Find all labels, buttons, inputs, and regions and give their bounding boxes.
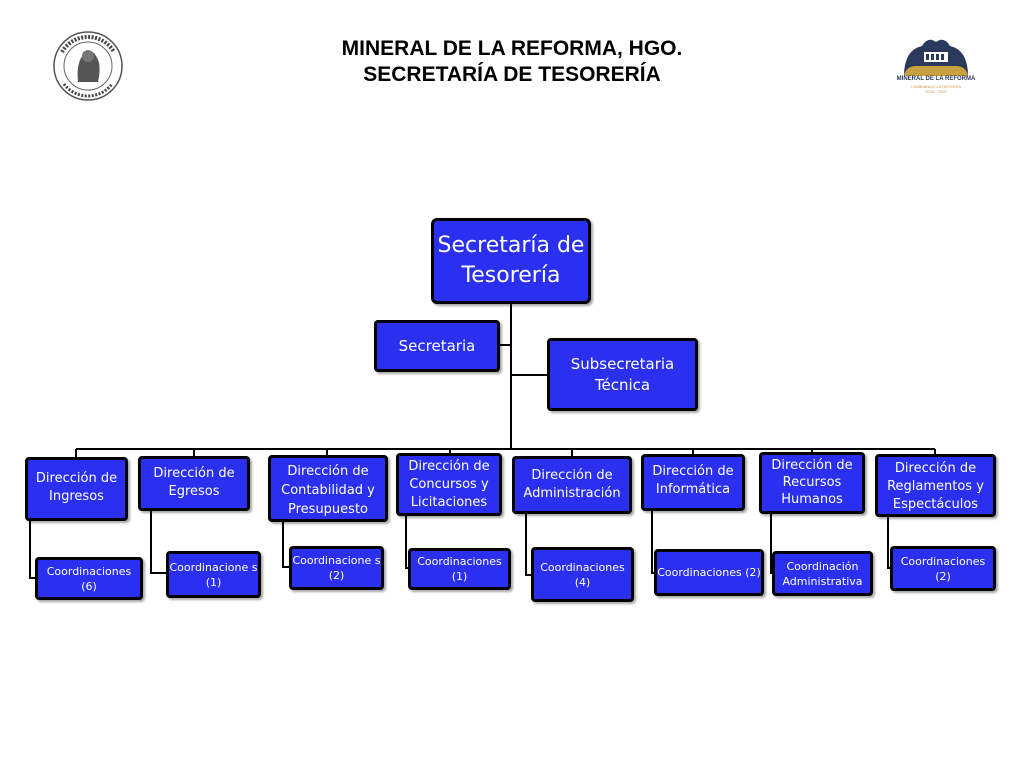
org-node-label: Dirección de Administración <box>523 468 621 501</box>
org-node-label: Dirección de Egresos <box>153 466 235 499</box>
municipal-seal-logo <box>48 30 128 102</box>
org-node-direccion-informatica: Dirección de Informática <box>641 454 745 511</box>
org-node-label: Dirección de Contabilidad y Presupuesto <box>281 464 375 517</box>
logo-tagline-text: CAMBIANDO LA HISTORIA <box>911 84 961 89</box>
org-node-direccion-ingresos: Dirección de Ingresos <box>25 457 128 521</box>
logo-tagline: CAMBIANDO LA HISTORIA 2016 - 2020 <box>896 84 976 94</box>
org-node-direccion-concursos: Dirección de Concursos y Licitaciones <box>396 453 502 516</box>
org-node-label: Dirección de Informática <box>652 464 734 497</box>
org-node-label: Dirección de Reglamentos y Espectáculos <box>887 461 984 512</box>
org-node-secretaria-tesoreria: Secretaría de Tesorería <box>431 218 591 304</box>
org-node-direccion-contabilidad: Dirección de Contabilidad y Presupuesto <box>268 455 388 522</box>
org-node-label: Coordinación Administrativa <box>782 559 863 588</box>
org-node-label: Coordinacione s (2) <box>292 554 381 582</box>
mineral-reforma-logo: MINERAL DE LA REFORMA CAMBIANDO LA HISTO… <box>896 36 976 100</box>
org-node-direccion-administracion: Dirección de Administración <box>512 456 632 514</box>
org-node-label: Coordinaciones (6) <box>46 564 132 593</box>
org-node-coordinacion-administrativa: Coordinación Administrativa <box>772 551 873 596</box>
org-node-label: Secretaría de Tesorería <box>437 233 585 288</box>
org-node-label: Dirección de Ingresos <box>35 471 118 504</box>
connector-coord-2 <box>150 509 168 574</box>
org-node-coordinaciones-administracion: Coordinaciones (4) <box>531 547 634 602</box>
org-node-label: Coordinaciones (2) <box>900 554 986 583</box>
org-node-label: Coordinaciones (2) <box>657 566 761 579</box>
logo-name: MINERAL DE LA REFORMA <box>896 76 976 82</box>
org-node-label: Coordinacione s (1) <box>169 560 258 589</box>
org-node-coordinaciones-informatica: Coordinaciones (2) <box>654 549 764 596</box>
org-node-subsecretaria-tecnica: Subsecretaria Técnica <box>547 338 698 411</box>
org-node-label: Dirección de Concursos y Licitaciones <box>408 459 490 510</box>
org-node-label: Subsecretaria Técnica <box>570 354 675 394</box>
logo-years: 2016 - 2020 <box>925 89 947 94</box>
org-node-label: Coordinaciones (4) <box>540 560 625 589</box>
title-line-1: MINERAL DE LA REFORMA, HGO. <box>341 37 683 60</box>
title-line-2: SECRETARÍA DE TESORERÍA <box>363 63 661 86</box>
page-title: MINERAL DE LA REFORMA, HGO. SECRETARÍA D… <box>212 36 812 88</box>
org-node-label: Secretaria <box>398 337 476 355</box>
org-node-coordinaciones-ingresos: Coordinaciones (6) <box>35 557 143 600</box>
org-node-secretaria: Secretaria <box>374 320 500 372</box>
org-node-label: Dirección de Recursos Humanos <box>771 458 853 507</box>
org-node-coordinaciones-contabilidad: Coordinacione s (2) <box>289 546 384 590</box>
org-node-direccion-egresos: Dirección de Egresos <box>138 456 250 511</box>
org-node-coordinaciones-reglamentos: Coordinaciones (2) <box>890 546 996 591</box>
org-node-label: Coordinaciones (1) <box>417 555 502 583</box>
org-node-direccion-reglamentos: Dirección de Reglamentos y Espectáculos <box>875 454 996 517</box>
connector-coord-3 <box>282 520 291 568</box>
org-node-direccion-recursos-humanos: Dirección de Recursos Humanos <box>759 452 865 514</box>
org-node-coordinaciones-egresos: Coordinacione s (1) <box>166 551 261 598</box>
org-node-coordinaciones-concursos: Coordinaciones (1) <box>408 548 511 590</box>
